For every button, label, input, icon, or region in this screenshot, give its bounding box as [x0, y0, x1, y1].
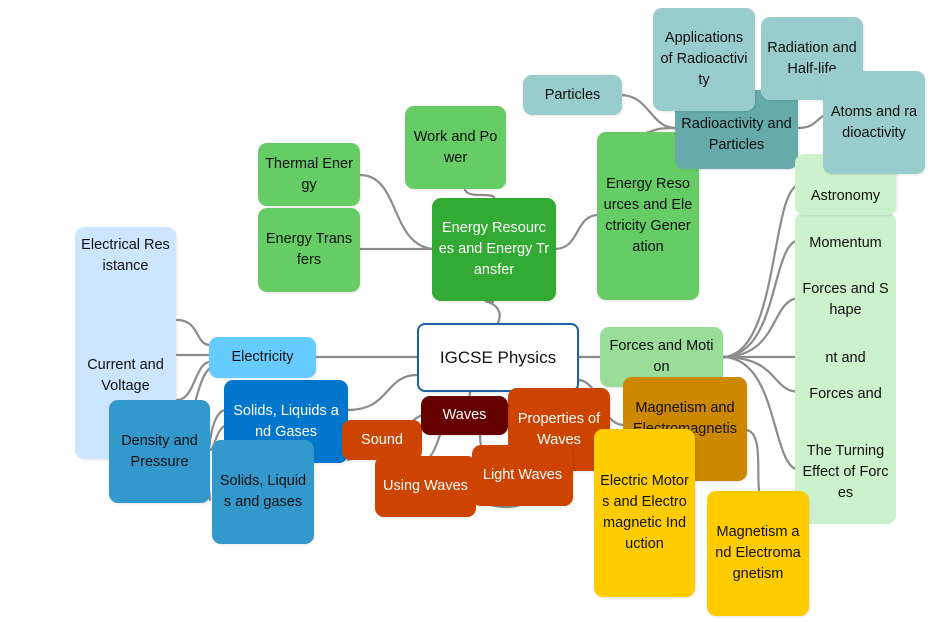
- node-density-pressure[interactable]: Density and Pressure: [109, 400, 210, 503]
- node-energy-resources-generation[interactable]: Energy Resources and Electricity Generat…: [597, 132, 699, 300]
- link-energy-thermal: [358, 173, 435, 251]
- link-central-generation: [553, 213, 600, 251]
- node-electricity[interactable]: Electricity: [209, 337, 316, 378]
- node-light-waves[interactable]: Light Waves: [472, 445, 573, 506]
- node-using-waves[interactable]: Using Waves: [375, 456, 476, 517]
- link-mag-electromag: [743, 428, 762, 497]
- link-central-energy: [484, 300, 501, 327]
- node-atoms-radioactivity[interactable]: Atoms and radioactivity: [823, 71, 925, 174]
- node-solids-liquids-gases[interactable]: Solids, Liquids and gases: [212, 440, 314, 544]
- node-work-power[interactable]: Work and Power: [405, 106, 506, 189]
- node-electric-motors[interactable]: Electric Motors and Electromagnetic Indu…: [594, 429, 695, 597]
- node-sound[interactable]: Sound: [342, 420, 422, 460]
- link-forces-astronomy: [720, 183, 802, 359]
- central-topic[interactable]: IGCSE Physics: [417, 323, 579, 392]
- node-applications-radioactivity[interactable]: Applications of Radioactivity: [653, 8, 755, 111]
- node-current-voltage[interactable]: Current and Voltage: [87, 357, 164, 394]
- node-waves[interactable]: Waves: [421, 396, 508, 435]
- node-forces-and[interactable]: Forces and: [795, 372, 896, 416]
- node-forces-shape[interactable]: Forces and Shape: [795, 268, 896, 332]
- link-elec-voltage: [175, 360, 212, 402]
- link-forces-shape: [720, 296, 802, 359]
- link-matter-density: [208, 423, 228, 452]
- link-central-matter: [346, 373, 419, 412]
- node-energy-transfers[interactable]: Energy Transfers: [258, 208, 360, 292]
- node-movement-position[interactable]: nt and: [795, 347, 896, 369]
- node-momentum[interactable]: Momentum: [795, 220, 896, 266]
- link-forces-and: [720, 355, 802, 394]
- node-energy-resources-transfer[interactable]: Energy Resources and Energy Transfer: [432, 198, 556, 301]
- link-elec-resistance: [175, 318, 212, 347]
- node-particles[interactable]: Particles: [523, 75, 622, 115]
- link-atoms-radio: [795, 113, 827, 130]
- link-forces-momentum: [720, 238, 802, 359]
- link-forces-turning: [720, 355, 802, 472]
- node-magnetism-electromagnetism[interactable]: Magnetism and Electromagnetism: [707, 491, 809, 616]
- link-particles-radio: [618, 93, 678, 130]
- node-turning-effect[interactable]: The Turning Effect of Forces: [795, 428, 896, 516]
- node-thermal-energy[interactable]: Thermal Energy: [258, 143, 360, 206]
